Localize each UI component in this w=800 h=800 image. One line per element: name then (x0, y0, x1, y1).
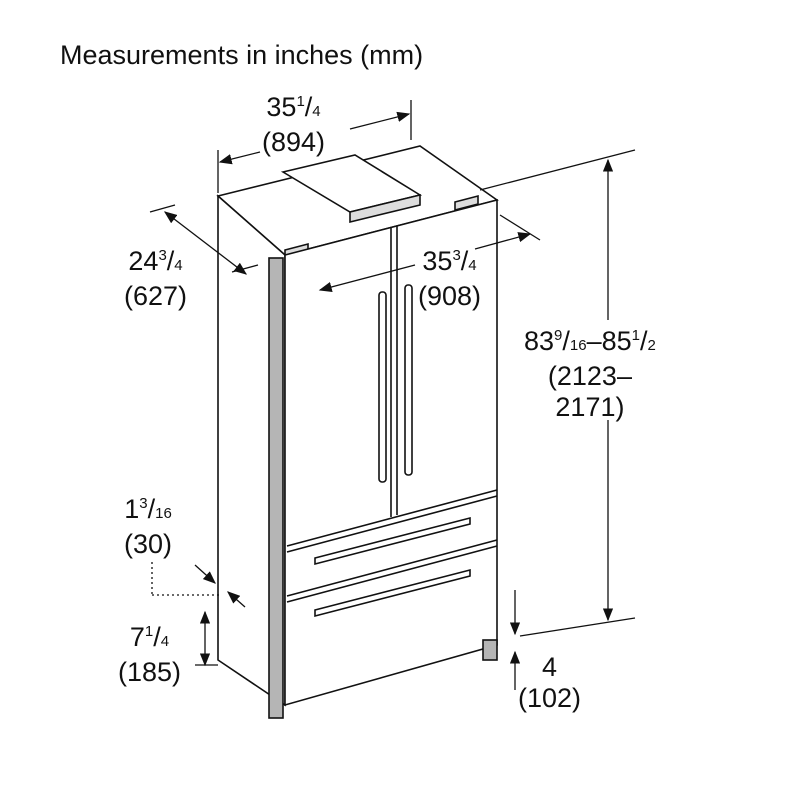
fraction-denominator: 16 (569, 337, 587, 354)
inches-whole: 35 (266, 92, 297, 122)
fraction-denominator: 4 (312, 103, 321, 120)
fraction-denominator: 4 (174, 257, 183, 274)
toe-kick-label: 4 (102) (518, 652, 581, 714)
diagram-title: Measurements in inches (mm) (60, 40, 424, 70)
fraction-numerator: 3 (452, 247, 461, 264)
fraction-denominator: 2 (647, 337, 656, 354)
inches-whole: 4 (542, 652, 558, 682)
fraction-numerator: 3 (139, 495, 148, 512)
front-width-dimension-line (318, 264, 416, 293)
door-offset-arrow (227, 591, 246, 608)
millimeters: (908) (418, 281, 482, 311)
extension-line (499, 214, 541, 241)
right-hinge (454, 194, 479, 212)
front-width-dimension-line (474, 232, 532, 250)
fraction-numerator: 3 (158, 247, 167, 264)
height-label: 839/16–851/2 (2123– 2171) (524, 326, 656, 422)
base-height-label: 71/4 (185) (118, 622, 182, 687)
extension-line (519, 617, 636, 637)
millimeters: (2123– (547, 361, 632, 391)
fraction-denominator: 4 (468, 257, 477, 274)
range-dash: – (586, 326, 602, 356)
door-handle-left (378, 291, 387, 483)
millimeters: (30) (124, 529, 173, 559)
drawer-line (286, 545, 498, 603)
door-offset-arrow (194, 564, 216, 584)
extension-line (149, 204, 176, 213)
fraction-numerator: 1 (631, 327, 641, 344)
inches-whole: 35 (422, 246, 453, 276)
fraction-denominator: 16 (155, 505, 172, 522)
millimeters: (185) (118, 657, 182, 687)
depth-dimension-line (163, 211, 248, 275)
fraction-numerator: 1 (296, 93, 305, 110)
width-dimension-line (349, 111, 411, 130)
fraction-numerator: 1 (144, 623, 154, 640)
millimeters: (102) (518, 683, 582, 713)
inches-whole: 1 (124, 494, 140, 524)
depth-label: 243/4 (627) (124, 246, 188, 311)
millimeters: (894) (262, 127, 326, 157)
inches-whole: 83 (524, 326, 555, 356)
door-handle-right (404, 284, 413, 476)
inches-whole: 7 (129, 622, 145, 652)
front-width-label: 353/4 (908) (418, 246, 482, 311)
inches-whole: 24 (128, 246, 159, 276)
fraction-denominator: 4 (160, 633, 170, 650)
drawer-line (286, 495, 498, 553)
top-width-label: 351/4 (894) (262, 92, 326, 157)
right-foot (482, 639, 498, 661)
drawer-line (286, 539, 498, 597)
fraction-numerator: 9 (554, 327, 563, 344)
drawer-line (286, 489, 498, 547)
millimeters: 2171) (555, 392, 625, 422)
inches-whole: 85 (601, 326, 632, 356)
top-hinge-cover-edge (349, 193, 421, 224)
drawer-handle (314, 568, 471, 618)
door-offset-label: 13/16 (30) (124, 494, 173, 559)
millimeters: (627) (124, 281, 188, 311)
width-dimension-line (218, 151, 261, 165)
drawer-handle (314, 516, 471, 566)
side-trim (268, 257, 284, 719)
extension-line (479, 149, 636, 191)
